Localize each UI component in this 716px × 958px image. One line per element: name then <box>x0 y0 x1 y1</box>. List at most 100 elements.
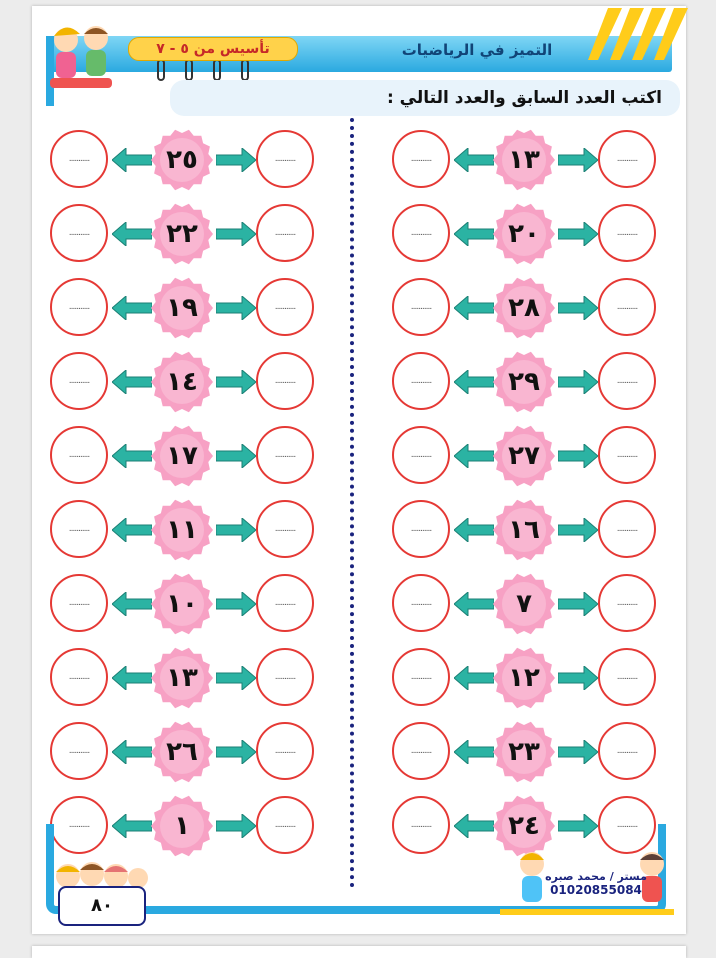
arrow-right-icon <box>558 740 598 764</box>
next-number-blank[interactable]: ........... <box>598 204 656 262</box>
previous-number-blank[interactable]: ........... <box>392 796 450 854</box>
given-number-badge: ١٣ <box>492 128 556 192</box>
previous-number-blank[interactable]: ........... <box>50 574 108 632</box>
kids-illustration <box>50 26 112 88</box>
next-number-blank[interactable]: ........... <box>598 648 656 706</box>
next-number-blank[interactable]: ........... <box>256 648 314 706</box>
next-number-blank[interactable]: ........... <box>598 426 656 484</box>
given-number: ٢٧ <box>508 441 540 471</box>
teacher-phone: 01020855084 <box>550 883 642 897</box>
exercise-row: ...........١........... <box>34 794 334 858</box>
arrow-left-icon <box>112 222 152 246</box>
exercise-row: ........... ١٠........... <box>34 572 334 636</box>
previous-number-blank[interactable]: ........... <box>392 426 450 484</box>
flower-shape <box>493 129 555 191</box>
given-number-badge: ٢٩ <box>492 350 556 414</box>
previous-number-blank[interactable]: ........... <box>392 722 450 780</box>
exercise-row: ........... ١٣........... <box>376 128 676 192</box>
flower-shape <box>493 425 555 487</box>
arrow-right-icon <box>216 666 256 690</box>
given-number-badge: ٢٠ <box>492 202 556 266</box>
previous-number-blank[interactable]: ........... <box>50 796 108 854</box>
flower-shape <box>151 573 213 635</box>
exercise-row: ........... ٢٥........... <box>34 128 334 192</box>
arrow-right-icon <box>216 296 256 320</box>
subtitle-badge: تأسيس من ٥ - ٧ <box>128 37 298 61</box>
next-number-blank[interactable]: ........... <box>256 426 314 484</box>
exercise-row: ...........١٣........... <box>34 646 334 710</box>
arrow-left-icon <box>112 518 152 542</box>
next-number-blank[interactable]: ........... <box>598 574 656 632</box>
given-number: ٢٤ <box>508 811 540 841</box>
exercise-row: ...........٢٣........... <box>376 720 676 784</box>
students-illustration <box>500 852 674 915</box>
given-number: ١٦ <box>508 515 540 545</box>
given-number: ١٩ <box>166 293 198 323</box>
next-number-blank[interactable]: ........... <box>256 574 314 632</box>
flower-shape <box>493 795 555 857</box>
previous-number-blank[interactable]: ........... <box>392 130 450 188</box>
arrow-left-icon <box>454 296 494 320</box>
previous-number-blank[interactable]: ........... <box>50 130 108 188</box>
exercise-row: ........... ١٤........... <box>34 350 334 414</box>
flower-shape <box>493 203 555 265</box>
given-number-badge: ٢٦ <box>150 720 214 784</box>
next-number-blank[interactable]: ........... <box>598 796 656 854</box>
previous-number-blank[interactable]: ........... <box>392 204 450 262</box>
arrow-right-icon <box>216 148 256 172</box>
next-number-blank[interactable]: ........... <box>256 204 314 262</box>
next-number-blank[interactable]: ........... <box>598 278 656 336</box>
arrow-right-icon <box>558 444 598 468</box>
flower-shape <box>493 647 555 709</box>
next-number-blank[interactable]: ........... <box>256 500 314 558</box>
previous-number-blank[interactable]: ........... <box>50 648 108 706</box>
worksheet-page: تأسيس من ٥ - ٧ التميز في الرياضيات اكتب … <box>32 6 688 934</box>
previous-number-blank[interactable]: ........... <box>50 204 108 262</box>
next-number-blank[interactable]: ........... <box>598 722 656 780</box>
flower-shape <box>151 129 213 191</box>
next-number-blank[interactable]: ........... <box>256 278 314 336</box>
given-number-badge: ٢٧ <box>492 424 556 488</box>
frame-left-edge <box>46 36 54 106</box>
next-number-blank[interactable]: ........... <box>598 500 656 558</box>
previous-number-blank[interactable]: ........... <box>392 648 450 706</box>
given-number: ١٠ <box>166 589 198 619</box>
flower-shape <box>493 573 555 635</box>
arrow-left-icon <box>454 814 494 838</box>
next-number-blank[interactable]: ........... <box>256 130 314 188</box>
exercise-row: ........... ٢٤........... <box>376 794 676 858</box>
flower-shape <box>493 499 555 561</box>
previous-number-blank[interactable]: ........... <box>50 278 108 336</box>
previous-number-blank[interactable]: ........... <box>392 278 450 336</box>
exercise-row: ........... ٢٩........... <box>376 350 676 414</box>
previous-number-blank[interactable]: ........... <box>50 352 108 410</box>
kids-faces-decoration <box>56 862 148 888</box>
previous-number-blank[interactable]: ........... <box>50 426 108 484</box>
given-number: ٢٠ <box>508 219 540 249</box>
arrow-right-icon <box>216 814 256 838</box>
arrow-left-icon <box>454 592 494 616</box>
flower-shape <box>151 499 213 561</box>
previous-number-blank[interactable]: ........... <box>50 500 108 558</box>
previous-number-blank[interactable]: ........... <box>50 722 108 780</box>
previous-number-blank[interactable]: ........... <box>392 574 450 632</box>
arrow-right-icon <box>216 444 256 468</box>
arrow-right-icon <box>558 148 598 172</box>
given-number: ١٤ <box>166 367 198 397</box>
flower-shape <box>151 203 213 265</box>
arrow-left-icon <box>112 740 152 764</box>
next-number-blank[interactable]: ........... <box>256 796 314 854</box>
given-number: ٧ <box>516 589 532 619</box>
given-number-badge: ٢٥ <box>150 128 214 192</box>
given-number: ٢٢ <box>166 219 198 249</box>
previous-number-blank[interactable]: ........... <box>392 352 450 410</box>
next-number-blank[interactable]: ........... <box>598 352 656 410</box>
arrow-left-icon <box>454 518 494 542</box>
previous-number-blank[interactable]: ........... <box>392 500 450 558</box>
next-number-blank[interactable]: ........... <box>256 352 314 410</box>
given-number: ٢٦ <box>166 737 198 767</box>
arrow-left-icon <box>112 296 152 320</box>
next-number-blank[interactable]: ........... <box>256 722 314 780</box>
next-number-blank[interactable]: ........... <box>598 130 656 188</box>
arrow-right-icon <box>216 740 256 764</box>
